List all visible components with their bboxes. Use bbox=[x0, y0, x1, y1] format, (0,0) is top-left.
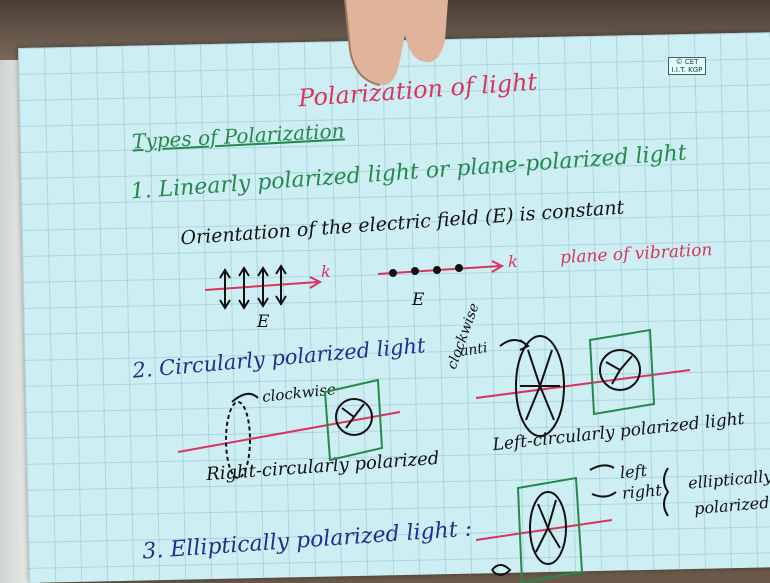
k-label-1: k bbox=[321, 262, 331, 281]
e-label-2: E bbox=[412, 290, 425, 310]
hand-image bbox=[344, 0, 448, 86]
left-circular-diagram bbox=[475, 328, 691, 437]
right-circular-diagram bbox=[177, 378, 401, 479]
linear-diagram-2 bbox=[377, 260, 505, 277]
linear-diagram-1 bbox=[204, 264, 323, 310]
elliptical-diagram bbox=[475, 464, 670, 583]
k-label-2: k bbox=[508, 252, 518, 271]
anticlockwise-arrow bbox=[499, 339, 530, 351]
e-label-1: E bbox=[257, 312, 270, 332]
